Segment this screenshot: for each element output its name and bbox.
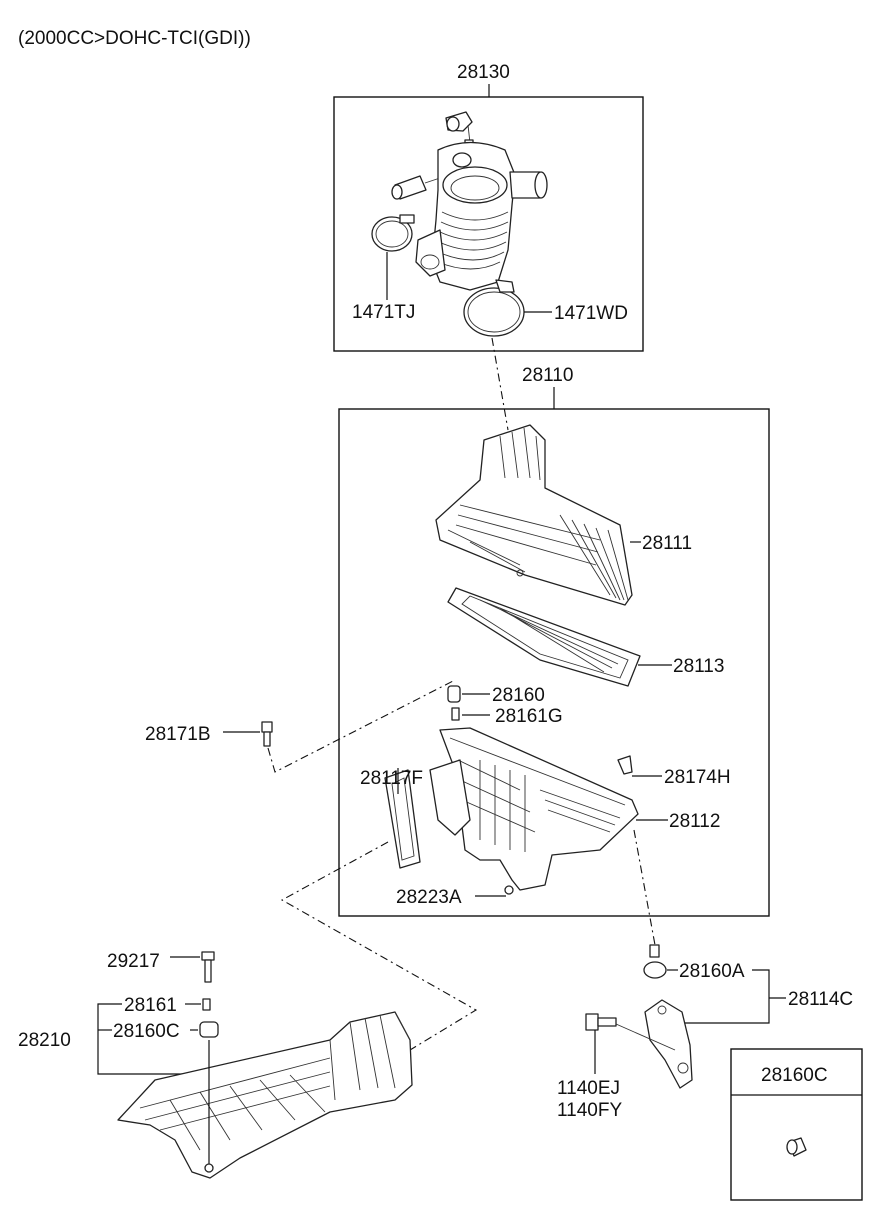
- breather-nipple: [391, 175, 441, 200]
- callout-1140EJ[interactable]: 1140EJ: [557, 1078, 620, 1099]
- callout-28111[interactable]: 28111: [642, 533, 692, 554]
- callout-28160[interactable]: 28160: [492, 685, 545, 706]
- duct-seal: [384, 759, 471, 869]
- pin-28160a-top: [649, 944, 660, 958]
- callout-1471WD[interactable]: 1471WD: [554, 303, 628, 324]
- group-28210: 29217 28161 28160C 28210: [18, 951, 413, 1179]
- leader-body-to-28160a: [633, 829, 656, 946]
- grommet-28160: [447, 685, 490, 703]
- callout-28130[interactable]: 28130: [457, 62, 510, 83]
- callout-28112[interactable]: 28112: [669, 811, 720, 832]
- callout-28210[interactable]: 28210: [18, 1030, 71, 1051]
- callout-28114C[interactable]: 28114C: [788, 989, 853, 1010]
- grommet-28160a: [643, 961, 667, 979]
- air-cleaner-body: [439, 727, 668, 891]
- bolt-28171b: [223, 721, 273, 747]
- bolt-1140ej: [585, 1013, 676, 1074]
- leader-seal-to-duct: [280, 841, 478, 1051]
- air-cleaner-cover: [435, 424, 641, 606]
- callout-28161[interactable]: 28161: [124, 995, 177, 1016]
- drain-28223a: [504, 885, 514, 895]
- intake-hose: [415, 141, 548, 291]
- leader-28171b: [267, 679, 456, 773]
- callout-28113[interactable]: 28113: [673, 656, 724, 677]
- callout-28117F[interactable]: 28117F: [360, 768, 423, 789]
- callout-29217[interactable]: 29217: [107, 951, 160, 972]
- grommet-inset: [786, 1137, 807, 1157]
- grommet-28160c: [199, 1021, 219, 1038]
- hose-clamp-1471wd: [463, 279, 552, 337]
- group-28110: 28110 28111 28113 28160: [338, 365, 770, 917]
- leader-hose-to-cover: [491, 337, 509, 431]
- callout-28223A[interactable]: 28223A: [396, 887, 462, 908]
- inset-title: 28160C: [761, 1065, 828, 1086]
- pin-28161g: [451, 707, 490, 721]
- box-28110: [338, 408, 770, 917]
- inset-28160C: 28160C: [730, 1048, 863, 1201]
- callout-1140FY[interactable]: 1140FY: [557, 1100, 622, 1121]
- intake-duct: [117, 1011, 413, 1179]
- bolt-29217: [201, 951, 215, 961]
- group-28130: 28130: [333, 62, 644, 352]
- filter-element: [447, 587, 672, 687]
- box-28130: [333, 96, 644, 352]
- engine-spec-header: (2000CC>DOHC-TCI(GDI)): [18, 28, 251, 49]
- callout-28110[interactable]: 28110: [522, 365, 573, 386]
- callout-1471TJ[interactable]: 1471TJ: [352, 302, 415, 323]
- group-28114C: 28160A 28114C 1140EJ 1140FY: [557, 944, 853, 1121]
- callout-28174H[interactable]: 28174H: [664, 767, 731, 788]
- callout-28160C[interactable]: 28160C: [113, 1021, 180, 1042]
- callout-28160A[interactable]: 28160A: [679, 961, 745, 982]
- clip-28174h: [617, 755, 662, 777]
- pin-28161: [202, 998, 211, 1011]
- inset-box: [730, 1048, 863, 1201]
- mounting-bracket: [644, 999, 693, 1089]
- callout-28171B[interactable]: 28171B: [145, 724, 211, 745]
- callout-28161G[interactable]: 28161G: [495, 706, 563, 727]
- hose-clamp-1471tj: [371, 214, 415, 300]
